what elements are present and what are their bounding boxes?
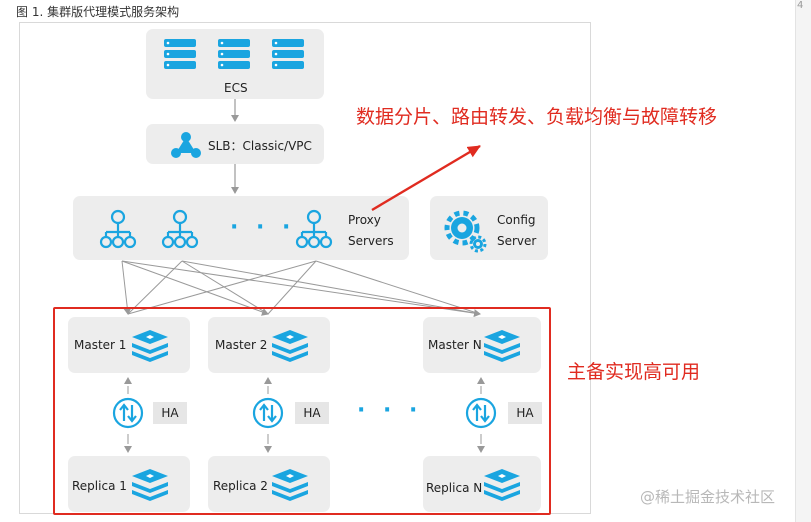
gear-icon bbox=[444, 210, 487, 253]
page-scrollbar[interactable] bbox=[795, 0, 811, 522]
ha-ellipsis: · · · bbox=[357, 398, 423, 423]
master-1-box bbox=[68, 317, 190, 373]
config-label-line1: Config bbox=[497, 213, 536, 227]
replica-n-box bbox=[423, 456, 541, 512]
proxy-node-icon bbox=[295, 209, 333, 249]
replica-1-label: Replica 1 bbox=[72, 479, 127, 493]
master-n-box bbox=[423, 317, 541, 373]
slb-label: SLB：Classic/VPC bbox=[208, 139, 312, 153]
database-stack-icon bbox=[484, 330, 520, 362]
annotation-routing: 数据分片、路由转发、负载均衡与故障转移 bbox=[356, 106, 718, 128]
load-balancer-icon bbox=[171, 132, 201, 158]
figure-frame bbox=[19, 22, 591, 514]
master-2-label: Master 2 bbox=[215, 338, 268, 352]
config-box bbox=[430, 196, 548, 260]
replica-2-label: Replica 2 bbox=[213, 479, 268, 493]
proxy-node-icon bbox=[99, 209, 137, 249]
database-stack-icon bbox=[132, 469, 168, 501]
server-icon bbox=[164, 39, 196, 69]
master-1-label: Master 1 bbox=[74, 338, 127, 352]
ecs-label: ECS bbox=[224, 81, 248, 95]
annotation-arrow bbox=[371, 144, 481, 212]
proxy-master-links bbox=[121, 260, 481, 318]
watermark: @稀土掘金技术社区 bbox=[640, 488, 776, 506]
ha-tag: HA bbox=[295, 402, 329, 424]
database-stack-icon bbox=[132, 330, 168, 362]
high-availability-highlight bbox=[53, 307, 551, 515]
ha-tag: HA bbox=[153, 402, 187, 424]
replica-1-box bbox=[68, 456, 190, 512]
proxy-node-icon bbox=[161, 209, 199, 249]
database-stack-icon bbox=[484, 469, 520, 501]
failover-icon bbox=[252, 397, 284, 429]
annotation-ha: 主备实现高可用 bbox=[567, 361, 701, 383]
database-stack-icon bbox=[272, 330, 308, 362]
database-stack-icon bbox=[272, 469, 308, 501]
master-2-box bbox=[208, 317, 330, 373]
master-n-label: Master N bbox=[428, 338, 482, 352]
config-label-line2: Server bbox=[497, 234, 537, 248]
ha-tag: HA bbox=[508, 402, 542, 424]
proxy-ellipsis: · · · bbox=[230, 215, 296, 240]
server-icon bbox=[218, 39, 250, 69]
replica-2-box bbox=[208, 456, 330, 512]
proxy-label-line2: Servers bbox=[348, 234, 394, 248]
ha-links bbox=[127, 386, 482, 444]
failover-icon bbox=[465, 397, 497, 429]
figure-caption: 图 1. 集群版代理模式服务架构 bbox=[16, 5, 180, 19]
proxy-label-line1: Proxy bbox=[348, 213, 381, 227]
proxy-box bbox=[73, 196, 409, 260]
server-icon bbox=[272, 39, 304, 69]
replica-n-label: Replica N bbox=[426, 481, 483, 495]
failover-icon bbox=[112, 397, 144, 429]
corner-mark: 4 bbox=[797, 0, 804, 11]
